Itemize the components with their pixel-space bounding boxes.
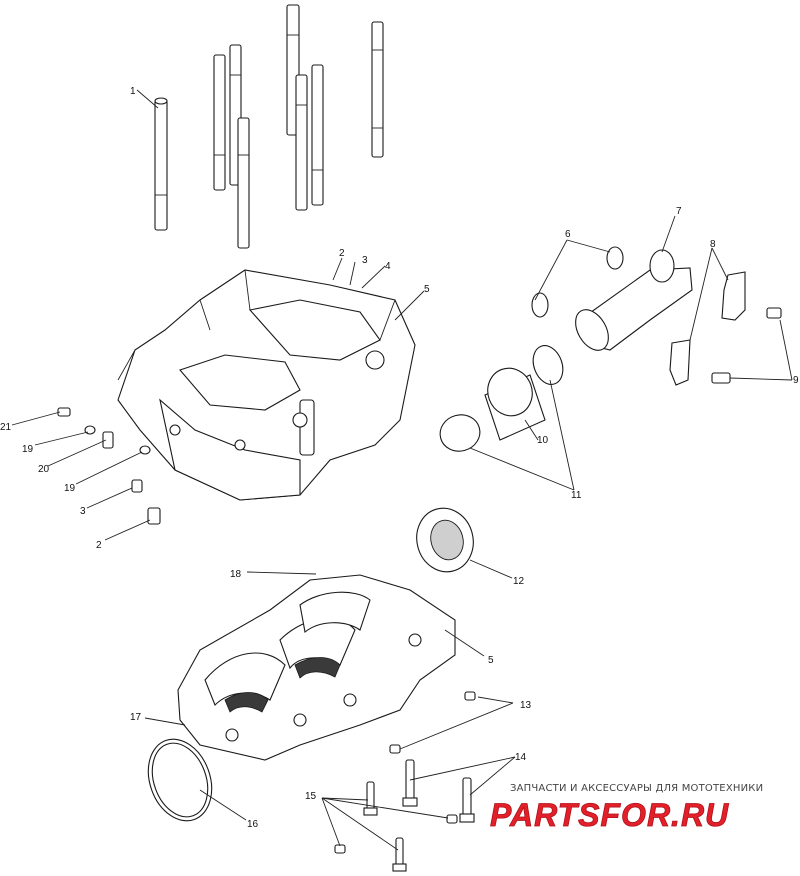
oil-seal bbox=[416, 507, 474, 573]
callout-10: 10 bbox=[537, 435, 549, 446]
callout-7: 7 bbox=[676, 206, 682, 217]
callout-21: 21 bbox=[0, 422, 12, 433]
callout-13: 13 bbox=[520, 700, 532, 711]
callout-11: 11 bbox=[571, 490, 582, 501]
callout-1: 1 bbox=[130, 86, 136, 97]
callout-14: 14 bbox=[515, 752, 527, 763]
watermark-tagline: ЗАПЧАСТИ И АКСЕССУАРЫ ДЛЯ МОТОТЕХНИКИ bbox=[510, 783, 764, 794]
upper-crankcase bbox=[117, 269, 416, 501]
callout-18: 18 bbox=[230, 569, 242, 580]
callout-9: 9 bbox=[793, 375, 799, 386]
watermark-brand: PARTSFOR.RU bbox=[490, 797, 729, 832]
callout-2-left: 2 bbox=[96, 540, 102, 551]
callout-2-top: 2 bbox=[339, 248, 345, 259]
callout-17: 17 bbox=[130, 712, 142, 723]
stud-bolts bbox=[154, 4, 384, 249]
callout-6: 6 bbox=[565, 229, 571, 240]
o-ring bbox=[147, 738, 213, 822]
callout-3-top: 3 bbox=[362, 255, 368, 266]
callout-5-bottom: 5 bbox=[488, 655, 494, 666]
fasteners bbox=[57, 407, 476, 872]
callout-3-left: 3 bbox=[80, 506, 86, 517]
callout-16: 16 bbox=[247, 819, 259, 830]
lower-crankcase bbox=[177, 574, 456, 761]
leader-lines bbox=[11, 89, 793, 851]
callout-19-b: 19 bbox=[64, 483, 76, 494]
callout-5-top: 5 bbox=[424, 284, 430, 295]
intake-assembly bbox=[439, 246, 782, 452]
callout-12: 12 bbox=[513, 576, 525, 587]
callout-4: 4 bbox=[385, 261, 391, 272]
callout-19-a: 19 bbox=[22, 444, 34, 455]
callout-8: 8 bbox=[710, 239, 716, 250]
callout-20: 20 bbox=[38, 464, 50, 475]
callout-15: 15 bbox=[305, 791, 317, 802]
callout-labels: 1 2 3 4 5 6 7 8 9 10 11 12 13 14 15 16 1… bbox=[0, 86, 799, 830]
watermark-logo: PARTSFOR.RU bbox=[490, 797, 729, 832]
